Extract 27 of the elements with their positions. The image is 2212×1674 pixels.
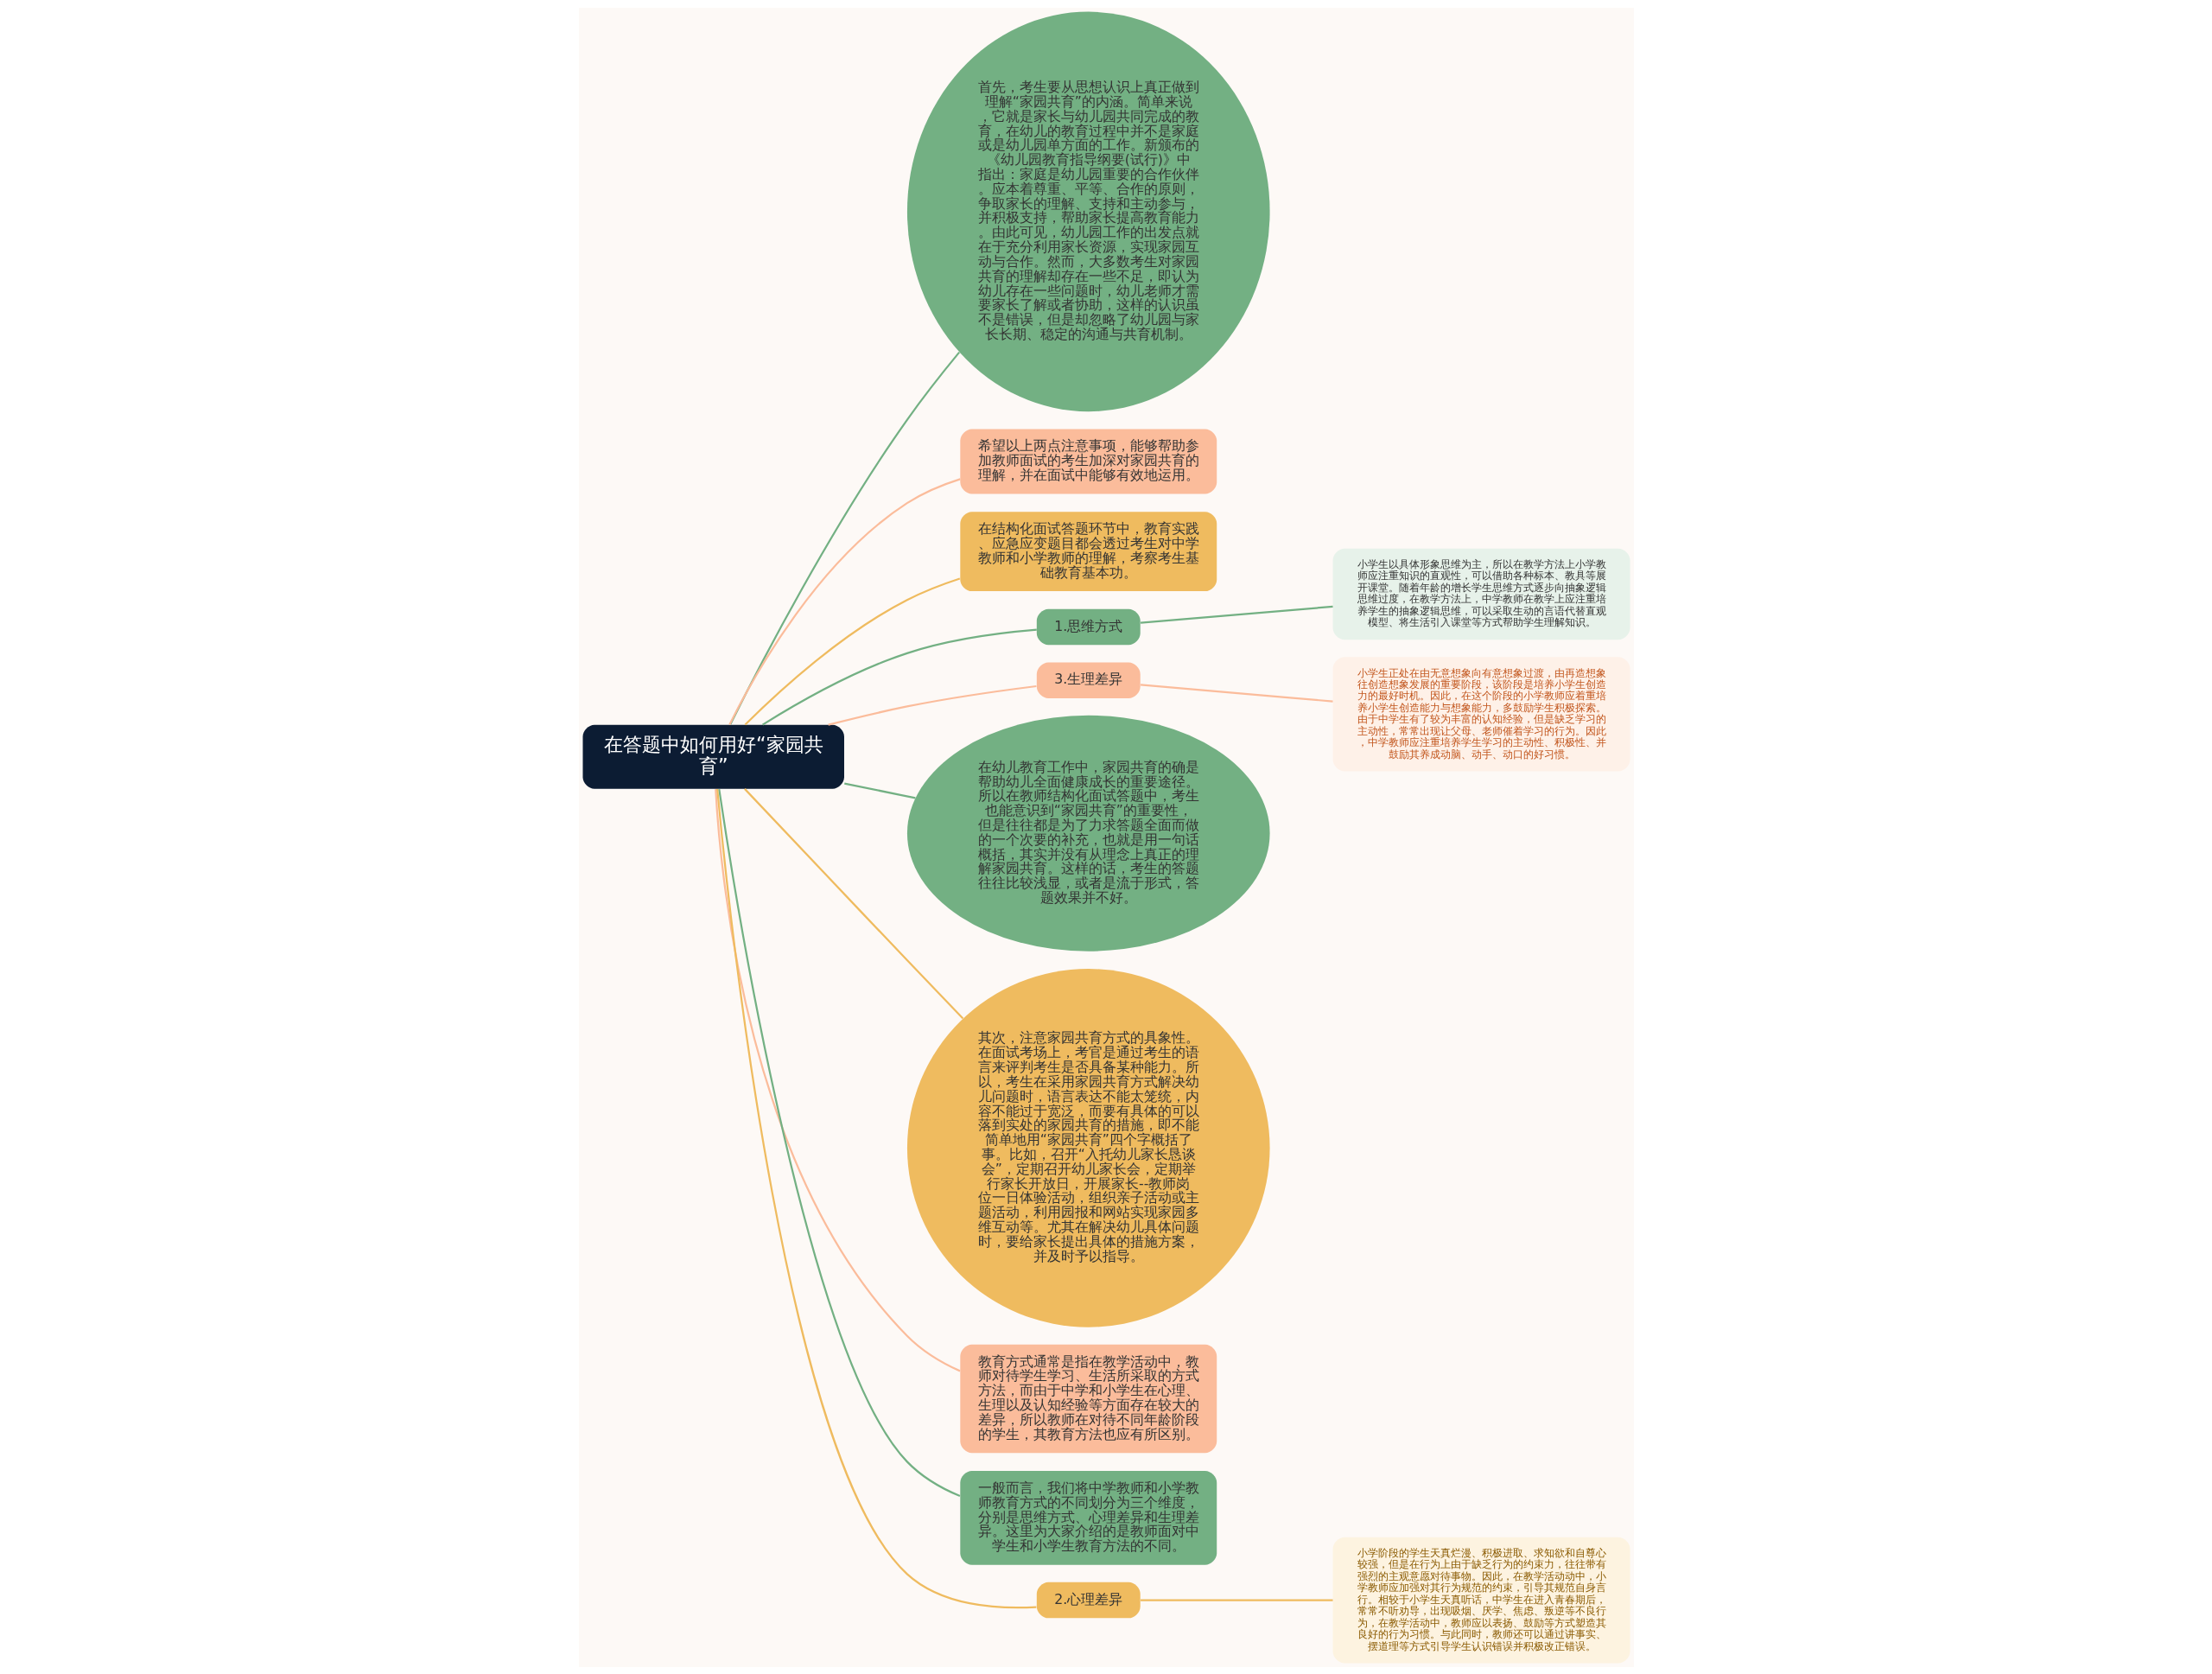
connector bbox=[717, 788, 960, 1497]
node-box: 教育方式通常是指在教学活动中，教师对待学生学习、生活所采取的方式方法，而由于中学和小学生在心理、生理以及认知经验等方面存在较大的差异，所以教师在对待不同年龄阶段的学生，其教育方法也应有所区别。 bbox=[959, 1344, 1217, 1453]
node-circle: 其次，注意家园共育方式的具象性。在面试考场上，考官是通过考生的语言来评判考生是否具备某种能力。所以，考生在采用家园共育方式解决幼儿问题时，语言表达不能太笼统，内容不能过于宽泛，而要有具体的可以落到实处的家园共育的措施，即不能简单地用“家园共育”四个字概括了事。比如，召开“入托幼儿家长恳谈会”，定期召开幼儿家长会，定期举行家长开放日，开展家长--教师岗位一日体验活动，组织亲子活动或主题活动，利用园报和网站实现家园多维互动等。尤其在解决幼儿具体问题时，要给家长提出具体的措施方案，并及时予以指导。 bbox=[906, 968, 1270, 1327]
node-circle: 首先，考生要从思想认识上真正做到理解“家园共育”的内涵。简单来说，它就是家长与幼儿园共同完成的教育，在幼儿的教育过程中并不是家庭或是幼儿园单方面的工作。新颁布的《幼儿园教育指导纲要(试行)》中指出：家庭是幼儿园重要的合作伙伴。应本着尊重、平等、合作的原则，争取家长的理解、支持和主动参与，并积极支持，帮助家长提高教育能力。由此可见，幼儿园工作的出发点就在于充分利用家长资源，实现家园互动与合作。然而，大多数考生对家园共育的理解却存在一些不足，即认为幼儿存在一些问题时，幼儿老师才需要家长了解或者协助，这样的认识虽不是错误，但是却忽略了幼儿园与家长长期、稳定的沟通与共育机制。 bbox=[906, 11, 1270, 411]
node-box: 3.生理差异 bbox=[1036, 661, 1141, 698]
node-box: 小学生正处在由无意想象向有意想象过渡，由再造想象往创造想象发展的重要阶段，该阶段是培养小学生创造力的最好时机。因此，在这个阶段的小学教师应着重培养小学生创造能力与想象能力，多鼓励学生积极探索。由于中学生有了较为丰富的认知经验，但是缺乏学习的主动性，常常出现让父母、老师催着学习的行为。因此，中学教师应注重培养学生学习的主动性、积极性、并鼓励其养成动脑、动手、动口的好习惯。 bbox=[1332, 656, 1630, 771]
connector bbox=[1140, 1599, 1332, 1601]
connector bbox=[1140, 605, 1333, 624]
connector bbox=[761, 628, 1037, 726]
node-box: 小学阶段的学生天真烂漫、积极进取、求知欲和自尊心较强，但是在行为上由于缺乏行为的约束力，往往带有强烈的主观意愿对待事物。因此，在教学活动动中，小学教师应加强对其行为规范的约束，引导其规范自身言行。相较于小学生天真听话，中学生在进入青春期后，常常不听劝导，出现吸烟、厌学、焦虑、叛逆等不良行为，在教学活动中，教师应以表扬、鼓励等方式塑造其良好的行为习惯。与此同时，教师还可以通过讲事实、摆道理等方式引导学生认识错误并积极改正错误。 bbox=[1332, 1537, 1630, 1663]
connector bbox=[728, 351, 960, 725]
node-box: 2.心理差异 bbox=[1036, 1582, 1141, 1618]
node-box: 希望以上两点注意事项，能够帮助参加教师面试的考生加深对家园共育的理解，并在面试中能够有效地运用。 bbox=[959, 428, 1217, 493]
connector bbox=[744, 576, 960, 725]
connector bbox=[743, 787, 963, 1019]
connector bbox=[827, 684, 1037, 726]
connector bbox=[715, 788, 1036, 1608]
node-box: 一般而言，我们将中学教师和小学教师教育方式的不同划分为三个维度，分别是思维方式、心理差异和生理差异。这里为大家介绍的是教师面对中学生和小学生教育方法的不同。 bbox=[959, 1470, 1217, 1565]
connector bbox=[714, 788, 960, 1372]
node-box: 在答题中如何用好“家园共育” bbox=[582, 724, 844, 789]
node-box: 小学生以具体形象思维为主，所以在教学方法上小学教师应注重知识的直观性，可以借助各种标本、教具等展开课堂。随着年龄的增长学生思维方式逐步向抽象逻辑思维过度，在教学方法上，中学教师在教学上应注重培养学生的抽象逻辑思维，可以采取生动的言语代替直观模型、将生活引入课堂等方式帮助学生理解知识。 bbox=[1332, 548, 1630, 640]
connector bbox=[843, 781, 916, 799]
connector bbox=[728, 477, 961, 725]
node-box: 在结构化面试答题环节中，教育实践、应急应变题目都会透过考生对中学教师和小学教师的理解，考察考生基础教育基本功。 bbox=[959, 511, 1217, 591]
node-box: 1.思维方式 bbox=[1036, 608, 1141, 645]
node-ellipse: 在幼儿教育工作中，家园共育的确是帮助幼儿全面健康成长的重要途径。所以在教师结构化面试答题中，考生也能意识到“家园共育”的重要性，但是往往都是为了力求答题全面而做的一个次要的补充，也就是用一句话概括，其实并没有从理念上真正的理解家园共育。这样的话，考生的答题往往比较浅显，或者是流于形式，答题效果并不好。 bbox=[906, 715, 1270, 952]
connector bbox=[1140, 683, 1333, 703]
